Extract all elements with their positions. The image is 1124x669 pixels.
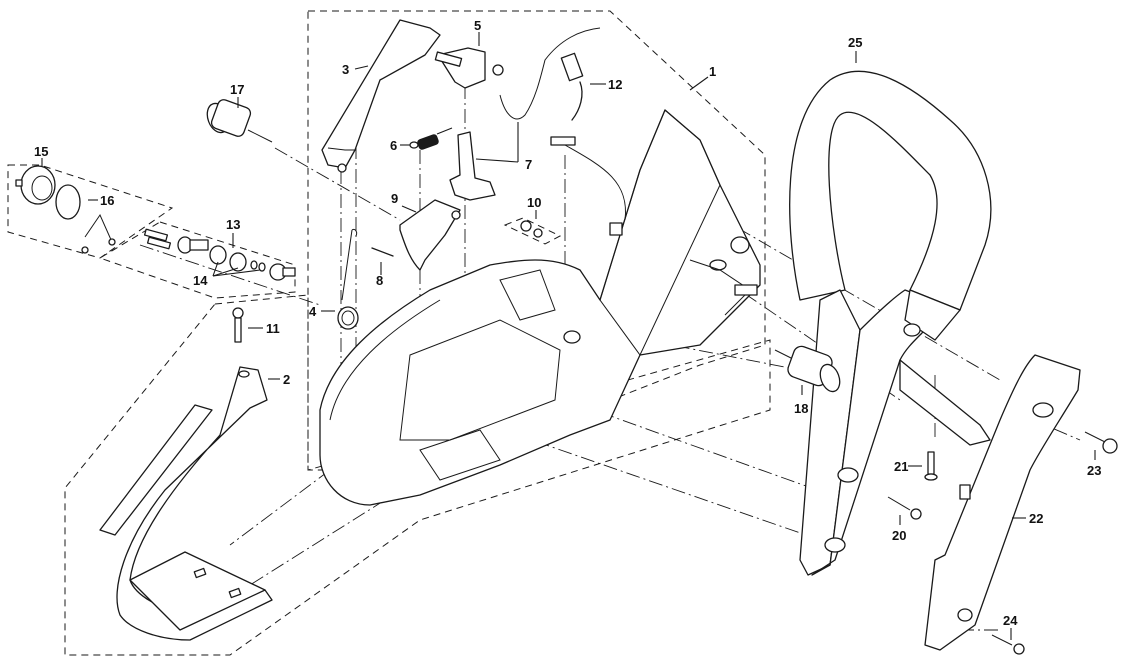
- part-7-throttle-lever[interactable]: [449, 27, 601, 201]
- callout-25: 25: [848, 35, 862, 50]
- part-12-cable-hose[interactable]: [550, 52, 627, 236]
- callout-11: 11: [266, 321, 280, 336]
- group-box-15: [7, 164, 174, 259]
- part-2-lower-handle-grip[interactable]: [99, 366, 273, 641]
- part-23-screw[interactable]: [1084, 431, 1118, 454]
- group-box-13: [98, 221, 296, 299]
- callout-14: 14: [193, 273, 208, 288]
- callout-20: 20: [892, 528, 906, 543]
- group-box-2: [64, 294, 771, 656]
- part-18-av-spring[interactable]: [774, 344, 843, 394]
- callout-10: 10: [527, 195, 541, 210]
- callout-22: 22: [1029, 511, 1043, 526]
- part-16-o-ring[interactable]: [55, 184, 116, 254]
- part-20-screw[interactable]: [887, 496, 922, 520]
- part-10-grommet-set[interactable]: [520, 220, 543, 238]
- part-17-av-spring[interactable]: [203, 98, 273, 143]
- callout-24: 24: [1003, 613, 1018, 628]
- callout-18: 18: [794, 401, 808, 416]
- callout-1: 1: [709, 64, 716, 79]
- part-9-throttle-trigger[interactable]: [399, 199, 461, 271]
- callout-2: 2: [283, 372, 290, 387]
- part-21-screw[interactable]: [924, 451, 938, 481]
- callout-5: 5: [474, 18, 481, 33]
- callout-6: 6: [390, 138, 397, 153]
- callout-16: 16: [100, 193, 114, 208]
- part-11-screw[interactable]: [232, 307, 244, 343]
- part-25-front-handle-bar[interactable]: [789, 70, 992, 576]
- callout-4: 4: [309, 304, 317, 319]
- part-5-lever-bracket[interactable]: [434, 47, 504, 89]
- part-6-tension-spring[interactable]: [409, 127, 453, 150]
- part-1-main-housing[interactable]: [319, 109, 761, 506]
- part-22-handle-bar-cover[interactable]: [924, 354, 1081, 651]
- part-14-valve-rings[interactable]: [209, 245, 266, 272]
- callout-3: 3: [342, 62, 349, 77]
- callouts: 1 2 3 4 5 6 7 8 9 10 11 12 13 14 15: [34, 18, 1101, 640]
- callout-15: 15: [34, 144, 48, 159]
- part-4-torsion-spring[interactable]: [337, 229, 359, 330]
- part-13-valve-group[interactable]: [143, 228, 296, 281]
- group-box-10: [503, 217, 562, 245]
- callout-12: 12: [608, 77, 622, 92]
- callout-8: 8: [376, 273, 383, 288]
- part-8-pin[interactable]: [371, 247, 394, 257]
- part-15-tank-cap[interactable]: [15, 165, 56, 205]
- part-3-handle-cover[interactable]: [321, 19, 441, 173]
- callout-7: 7: [525, 157, 532, 172]
- callout-17: 17: [230, 82, 244, 97]
- callout-9: 9: [391, 191, 398, 206]
- part-24-screw[interactable]: [991, 634, 1025, 655]
- callout-23: 23: [1087, 463, 1101, 478]
- callout-13: 13: [226, 217, 240, 232]
- callout-21: 21: [894, 459, 908, 474]
